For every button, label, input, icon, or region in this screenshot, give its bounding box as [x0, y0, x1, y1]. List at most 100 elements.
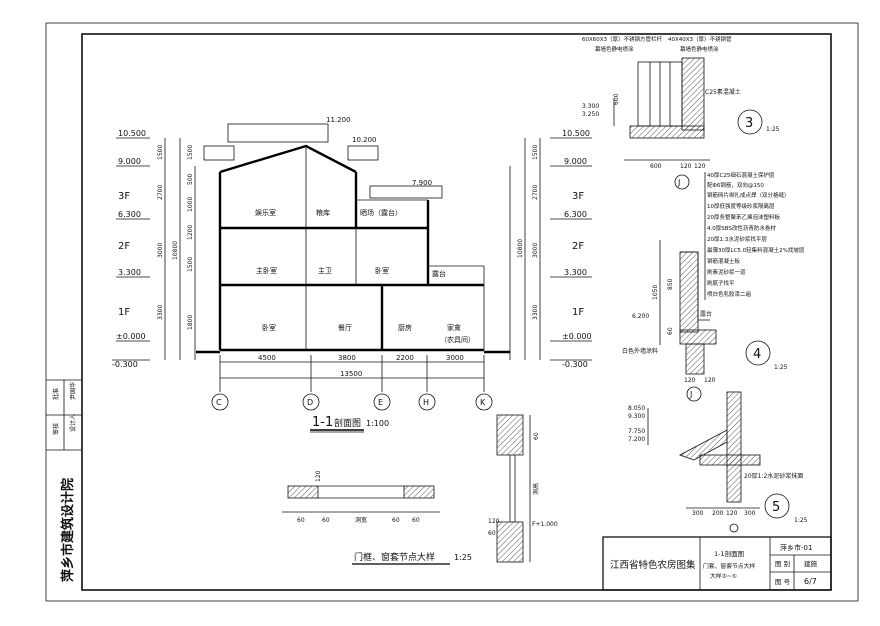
- dim-right-1500: 1500: [532, 145, 539, 160]
- level-top-7900: 7.900: [412, 179, 432, 187]
- dim-inner-3: 1200: [187, 225, 194, 240]
- d4-layer-2: 钢筋网片绑扎成点焊（双分格缝）: [707, 191, 790, 199]
- dim-bottom-2200: 2200: [396, 354, 414, 362]
- tb-label-category: 图 别: [775, 559, 790, 568]
- section-title-suffix: 剖面图: [334, 417, 361, 429]
- d4-layer-1: 配Φ6钢筋，双向@150: [707, 181, 764, 189]
- level-right-m300: -0.300: [562, 360, 588, 369]
- d5-dim-120: 120: [726, 510, 738, 517]
- dim-inner-0: 1500: [187, 145, 194, 160]
- d4-label-drip: 白色外墙涂料: [622, 347, 658, 355]
- room-kitchen: 厨房: [398, 323, 412, 332]
- dim-right-total: 10800: [517, 239, 524, 258]
- section-title: 1-1: [312, 415, 333, 430]
- level-top-10200: 10.200: [352, 136, 377, 144]
- d4-layer-3: 10厚低强度等级砂浆隔离层: [707, 202, 775, 210]
- tb-collection: 江西省特色农房图集: [610, 559, 696, 571]
- dim-bottom-total: 13500: [340, 370, 362, 378]
- floor-2f-right: 2F: [572, 241, 584, 252]
- d3-scale: 1:25: [766, 126, 780, 133]
- d5-dim-300a: 300: [692, 510, 704, 517]
- d5-level4: 7.200: [628, 436, 645, 443]
- level-right-6300: 6.300: [564, 210, 587, 219]
- door-width-label: 洞宽: [355, 516, 367, 524]
- axis-c: C: [216, 398, 222, 407]
- d4-layer-6: 20厚1:3水泥砂浆找平层: [707, 235, 767, 243]
- door-dim-60b: 60: [322, 517, 330, 524]
- d5-num: 5: [772, 500, 780, 515]
- level-left-0: ±0.000: [116, 332, 146, 341]
- floor-3f-left: 3F: [118, 191, 130, 202]
- level-left-9000: 9.000: [118, 157, 141, 166]
- dim-right-3000: 3000: [532, 243, 539, 258]
- section-drawing: 10.500 9.000 6.300 3.300 ±0.000 -0.300 3…: [112, 116, 592, 433]
- d4-dim-1050: 1050: [652, 285, 659, 300]
- door-dim-right-60: 60: [533, 432, 540, 440]
- room-poultry: 家禽: [447, 323, 461, 332]
- d5-dim-200: 200: [712, 510, 724, 517]
- dim-inner-1: 500: [187, 173, 194, 185]
- door-dim-60c: 60: [392, 517, 400, 524]
- d4-layer-0: 40厚C25细石混凝土保护层: [707, 171, 775, 179]
- door-dim-60d: 60: [412, 517, 420, 524]
- dim-bottom-3800: 3800: [338, 354, 356, 362]
- axis-h: H: [423, 398, 429, 407]
- d5-dim-300b: 300: [744, 510, 756, 517]
- sign-review: 审核: [52, 423, 60, 435]
- floor-1f-right: 1F: [572, 307, 584, 318]
- level-right-3300: 3.300: [564, 268, 587, 277]
- left-strip: 批准 尹国华 审核 设计人 萍乡市建筑设计院: [46, 379, 82, 582]
- dim-inner-2: 1000: [187, 197, 194, 212]
- dim-left-1500: 1500: [157, 145, 164, 160]
- d4-layer-8: 钢筋混凝土板: [707, 257, 741, 265]
- detail-4: 40厚C25细石混凝土保护层 配Φ6钢筋，双向@150 钢筋网片绑扎成点焊（双分…: [622, 171, 805, 402]
- d3-note3: 幕墙色静电喷涂: [595, 45, 634, 53]
- detail-3: 60X60X3（厚）不锈钢方管栏杆 40X40X3（厚）不锈钢管 幕墙色静电喷涂…: [582, 35, 780, 190]
- door-dim-right-120: 120: [488, 518, 500, 525]
- d4-dim-850: 850: [667, 278, 674, 290]
- room-terrace-2f: 露台: [432, 269, 446, 278]
- dim-left-2700: 2700: [157, 185, 164, 200]
- axis-k: K: [480, 398, 486, 407]
- dim-right-2700: 2700: [532, 185, 539, 200]
- dim-bottom-3000: 3000: [446, 354, 464, 362]
- axis-d: D: [307, 398, 313, 407]
- d4-layer-5: 4.0厚SBS改性沥青防水卷材: [707, 224, 776, 232]
- room-master-bedroom: 主卧室: [256, 266, 277, 275]
- d5-scale: 1:25: [794, 517, 808, 524]
- dim-inner-5: 1500: [187, 257, 194, 272]
- room-tool-storage: （农具间）: [440, 335, 475, 344]
- d3-note1: 60X60X3（厚）不锈钢方管栏杆: [582, 35, 663, 43]
- dim-right-3300: 3300: [532, 305, 539, 320]
- room-master-bath: 主卫: [318, 266, 332, 275]
- dim-bottom-4500: 4500: [258, 354, 276, 362]
- axis-e: E: [378, 398, 383, 407]
- d4-dim-60: 60: [667, 327, 674, 335]
- level-right-10500: 10.500: [562, 129, 590, 138]
- tb-sub2: 大样③~⑤: [710, 572, 737, 580]
- d3-note4: 幕墙色静电喷涂: [680, 45, 719, 53]
- tb-title: 1-1剖面图: [714, 549, 744, 558]
- d3-dim-600: 600: [650, 163, 662, 170]
- dim-left-3000: 3000: [157, 243, 164, 258]
- sign-approver-name: 尹国华: [69, 382, 77, 400]
- d4-scale: 1:25: [774, 364, 788, 371]
- d4-label-top: 露台: [700, 310, 712, 318]
- tb-sub1: 门套、窗套节点大样: [703, 562, 755, 570]
- floor-3f-right: 3F: [572, 191, 584, 202]
- level-left-m300: -0.300: [112, 360, 138, 369]
- d3-axis: J: [677, 178, 680, 187]
- door-height-label: 洞高: [532, 483, 540, 495]
- level-top-11200: 11.200: [326, 116, 351, 124]
- dim-left-3300: 3300: [157, 305, 164, 320]
- floor-1f-left: 1F: [118, 307, 130, 318]
- d4-num: 4: [753, 347, 761, 362]
- room-recreation: 娱乐室: [255, 208, 276, 217]
- inner-frame: [81, 33, 832, 591]
- d3-note2: 40X40X3（厚）不锈钢管: [668, 35, 732, 43]
- d4-axis: J: [689, 390, 692, 399]
- outer-frame: [45, 22, 859, 602]
- detail-5: 8.050 9.300 7.750 7.200 20厚1:2水泥砂浆抹面 300…: [628, 391, 808, 533]
